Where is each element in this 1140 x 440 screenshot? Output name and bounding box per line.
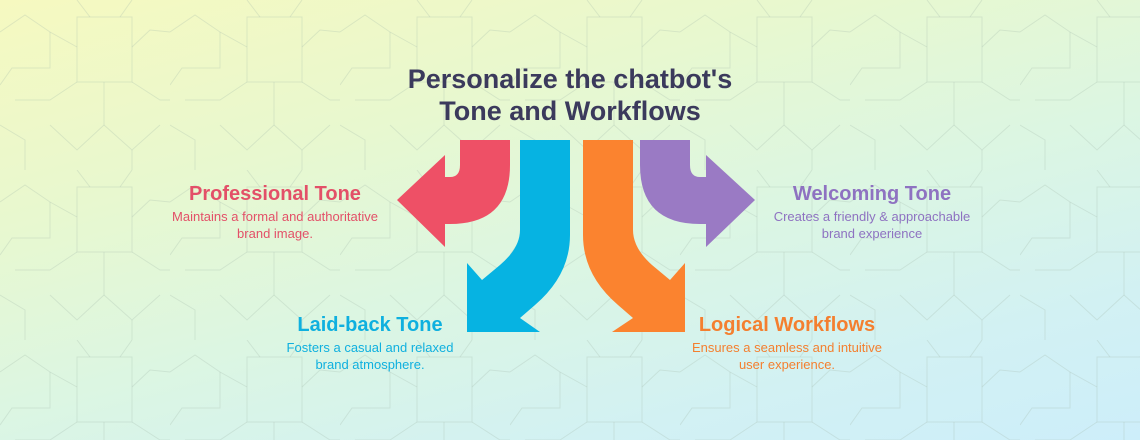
welcoming-tone-heading: Welcoming Tone xyxy=(792,183,952,205)
description-line: brand atmosphere. xyxy=(315,357,425,372)
laidback-tone-heading: Laid-back Tone xyxy=(297,314,443,336)
description-line: Maintains a formal and authoritative xyxy=(172,209,378,224)
laidback-arrow-icon xyxy=(467,140,570,332)
title-line-2: Tone and Workflows xyxy=(439,96,701,126)
professional-tone-description: Maintains a formal and authoritative bra… xyxy=(150,208,400,242)
professional-tone-block: Professional Tone Maintains a formal and… xyxy=(150,182,400,242)
welcoming-arrow-icon xyxy=(640,140,755,247)
professional-arrow-icon xyxy=(397,140,510,247)
laidback-tone-block: Laid-back Tone Fosters a casual and rela… xyxy=(245,313,495,373)
logical-workflows-block: Logical Workflows Ensures a seamless and… xyxy=(672,313,902,373)
professional-tone-heading: Professional Tone xyxy=(189,183,361,205)
description-line: Creates a friendly & approachable xyxy=(773,209,971,224)
logical-workflows-description: Ensures a seamless and intuitive user ex… xyxy=(672,339,902,373)
description-line: brand experience xyxy=(821,226,923,241)
description-line: Ensures a seamless and intuitive xyxy=(691,340,883,355)
logical-arrow-icon xyxy=(583,140,685,332)
welcoming-tone-description: Creates a friendly & approachable brand … xyxy=(752,208,992,242)
logical-workflows-heading: Logical Workflows xyxy=(698,314,876,336)
page-title: Personalize the chatbot's Tone and Workf… xyxy=(370,63,770,127)
welcoming-tone-block: Welcoming Tone Creates a friendly & appr… xyxy=(752,182,992,242)
laidback-tone-description: Fosters a casual and relaxed brand atmos… xyxy=(245,339,495,373)
description-line: user experience. xyxy=(738,357,836,372)
title-line-1: Personalize the chatbot's xyxy=(407,64,733,94)
description-line: brand image. xyxy=(237,226,313,241)
description-line: Fosters a casual and relaxed xyxy=(286,340,454,355)
